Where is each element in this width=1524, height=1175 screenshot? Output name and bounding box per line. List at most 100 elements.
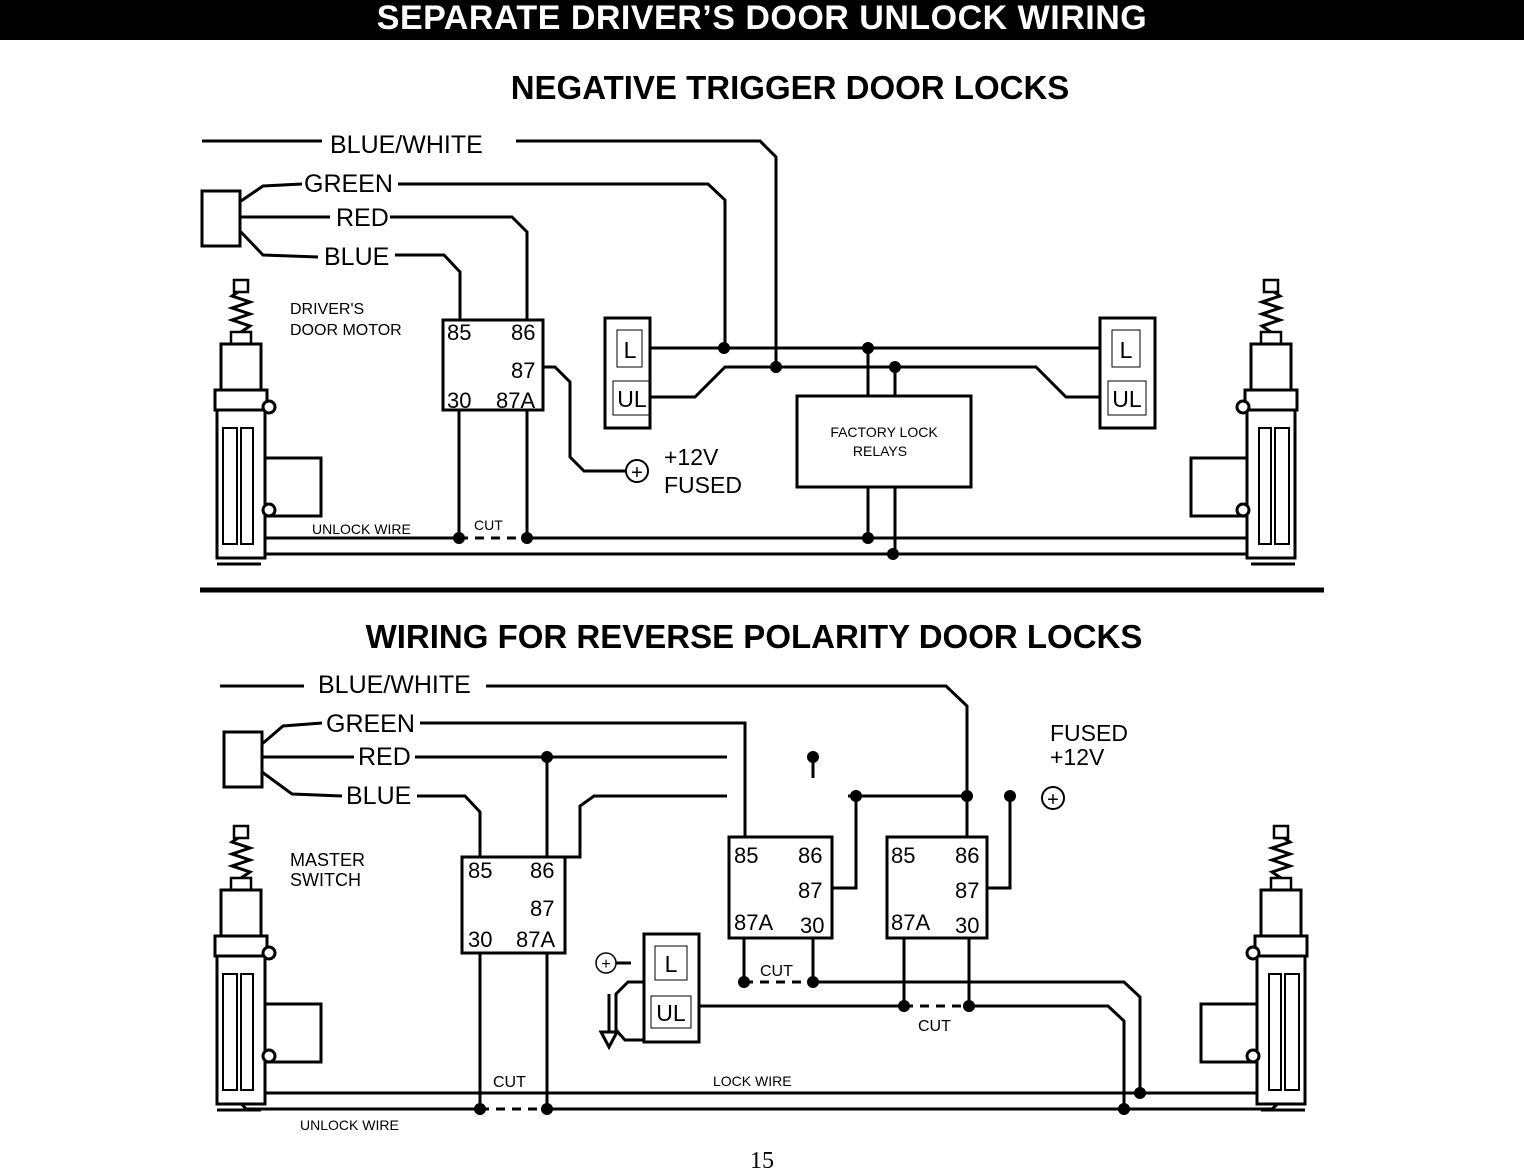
negative-junctions: [453, 342, 901, 560]
fused-label-line2: +12V: [1050, 744, 1105, 770]
red-wire-label: RED: [336, 204, 389, 232]
lock-wire-label: LOCK WIRE: [713, 1073, 792, 1089]
reverse-relay-3: 85 86 87 87A 30: [885, 835, 989, 940]
junction-dot: [1134, 1087, 1146, 1099]
negative-power-terminal: +: [625, 459, 649, 484]
blue-white-wire-label: BLUE/WHITE: [330, 131, 483, 159]
cut-label: CUT: [474, 517, 503, 533]
negative-switch-right: L UL: [1098, 316, 1157, 430]
switch-lock-label: L: [624, 337, 637, 363]
relay-terminal-86: 86: [530, 858, 554, 883]
relay-terminal-87a: 87A: [734, 910, 773, 935]
cut-label-bottom: CUT: [493, 1074, 526, 1091]
master-switch-label-line1: MASTER: [290, 850, 365, 870]
power-label-line1: +12V: [664, 444, 719, 470]
page-title: SEPARATE DRIVER’S DOOR UNLOCK WIRING: [376, 0, 1148, 37]
negative-section-title: NEGATIVE TRIGGER DOOR LOCKS: [511, 69, 1070, 106]
relay-terminal-87: 87: [798, 878, 822, 903]
junction-dot: [718, 342, 730, 354]
passenger-door-motor-icon: [1199, 824, 1309, 1112]
plus-icon: +: [1047, 789, 1059, 811]
relay-terminal-30: 30: [955, 913, 979, 938]
page-number: 15: [750, 1148, 774, 1174]
reverse-junctions: [474, 751, 1146, 1115]
factory-relays-label-line1: FACTORY LOCK: [830, 424, 938, 440]
junction-dot: [961, 790, 973, 802]
junction-dot: [898, 1000, 910, 1012]
junction-dot: [807, 976, 819, 988]
negative-connector: [200, 189, 242, 248]
relay-terminal-87: 87: [511, 358, 535, 383]
junction-dot: [862, 342, 874, 354]
junction-dot: [850, 790, 862, 802]
cut-label-relay2: CUT: [760, 963, 793, 980]
switch-unlock-label: UL: [1112, 386, 1142, 412]
cut-label-relay3: CUT: [918, 1018, 951, 1035]
relay-terminal-87a: 87A: [891, 910, 930, 935]
red-wire-label: RED: [358, 743, 411, 771]
plus-icon: +: [631, 462, 643, 484]
green-wire-label: GREEN: [304, 170, 393, 198]
relay-terminal-85: 85: [447, 320, 471, 345]
relay-terminal-87: 87: [955, 878, 979, 903]
relay-terminal-30: 30: [468, 927, 492, 952]
relay-terminal-85: 85: [891, 843, 915, 868]
junction-dot: [887, 548, 899, 560]
junction-dot: [1004, 790, 1016, 802]
unlock-wire-label: UNLOCK WIRE: [300, 1117, 399, 1133]
plus-icon: +: [601, 956, 610, 973]
junction-dot: [474, 1103, 486, 1115]
header-bar: [0, 0, 1524, 40]
switch-unlock-label: UL: [656, 1000, 686, 1026]
factory-lock-relays-box: FACTORY LOCK RELAYS: [795, 394, 973, 489]
relay-terminal-86: 86: [955, 843, 979, 868]
blue-white-wire-label: BLUE/WHITE: [318, 671, 471, 699]
junction-dot: [738, 976, 750, 988]
junction-dot: [521, 532, 533, 544]
reverse-connector: [222, 730, 264, 789]
relay-terminal-86: 86: [798, 843, 822, 868]
relay-terminal-85: 85: [734, 843, 758, 868]
switch-unlock-label: UL: [617, 386, 647, 412]
reverse-power-terminal: +: [1041, 786, 1065, 811]
junction-dot: [963, 1000, 975, 1012]
junction-dot: [541, 751, 553, 763]
reverse-switch: L UL +: [595, 932, 701, 1044]
relay-terminal-85: 85: [468, 858, 492, 883]
unlock-wire-label: UNLOCK WIRE: [312, 521, 411, 537]
junction-dot: [807, 751, 819, 763]
relay-terminal-87: 87: [530, 896, 554, 921]
switch-lock-label: L: [1120, 337, 1133, 363]
power-label-line2: FUSED: [664, 472, 742, 498]
driver-motor-label-line2: DOOR MOTOR: [290, 322, 402, 339]
reverse-wire-labels: BLUE/WHITE GREEN RED BLUE: [318, 671, 471, 810]
junction-dot: [770, 361, 782, 373]
relay-terminal-30: 30: [800, 913, 824, 938]
driver-motor-label-line1: DRIVER'S: [290, 301, 364, 318]
junction-dot: [862, 532, 874, 544]
negative-wire-labels: BLUE/WHITE GREEN RED BLUE: [304, 131, 483, 271]
green-wire-label: GREEN: [326, 710, 415, 738]
reverse-relay-2: 85 86 87 87A 30: [727, 835, 834, 940]
junction-dot: [541, 1103, 553, 1115]
switch-lock-label: L: [665, 951, 678, 977]
master-switch-label-line2: SWITCH: [290, 870, 361, 890]
junction-dot: [453, 532, 465, 544]
relay-terminal-30: 30: [447, 388, 471, 413]
junction-dot: [1118, 1103, 1130, 1115]
fused-label-line1: FUSED: [1050, 720, 1128, 746]
factory-relays-label-line2: RELAYS: [853, 443, 907, 459]
negative-relay: 85 86 87 30 87A: [441, 318, 545, 413]
blue-wire-label: BLUE: [346, 782, 411, 810]
reverse-relay-1: 85 86 87 30 87A: [460, 855, 567, 955]
relay-terminal-87a: 87A: [516, 927, 555, 952]
relay-terminal-86: 86: [511, 320, 535, 345]
passenger-door-motor-icon: [1189, 278, 1299, 566]
blue-wire-label: BLUE: [324, 243, 389, 271]
negative-switch-left: L UL: [603, 316, 652, 430]
junction-dot: [889, 361, 901, 373]
reverse-section-title: WIRING FOR REVERSE POLARITY DOOR LOCKS: [366, 618, 1143, 655]
relay-terminal-87a: 87A: [496, 388, 535, 413]
reverse-connector-wires: [261, 721, 354, 798]
